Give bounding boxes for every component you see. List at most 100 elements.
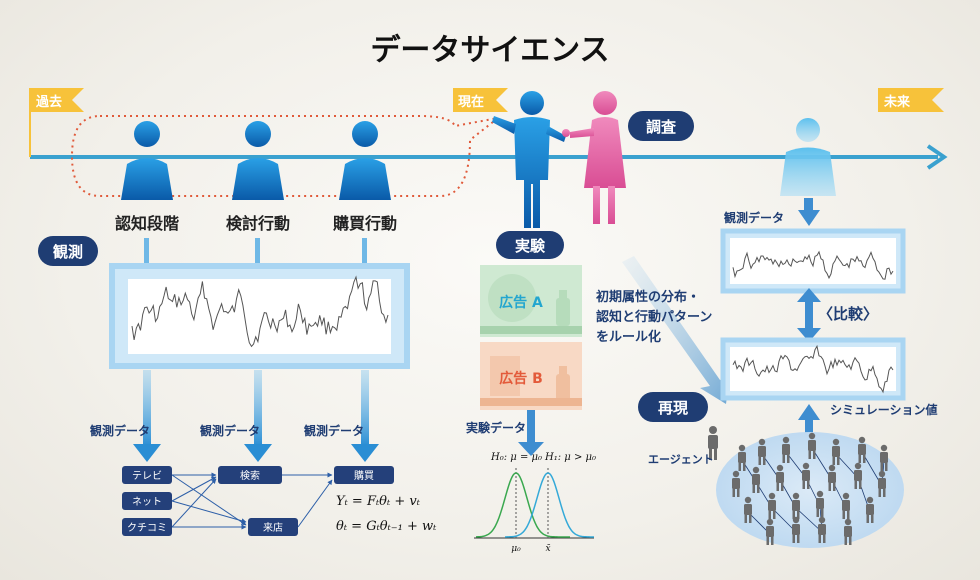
node-purchase: 購買 <box>354 469 374 482</box>
ad-a-label: 広告 A <box>499 294 543 311</box>
right-observation-chart <box>720 228 906 294</box>
agent-5-icon <box>832 438 840 465</box>
agent-10-icon <box>776 464 784 491</box>
obs-data-label-1: 観測データ <box>90 423 150 438</box>
future-down-arrow-icon <box>798 210 820 226</box>
agent-17-icon <box>792 492 800 519</box>
flag-future: 未来 <box>878 88 944 112</box>
ad-b-panel: 広告 B <box>480 342 582 410</box>
agent-15-icon <box>744 496 752 523</box>
agent-legend-icon <box>708 426 718 460</box>
agent-6-icon <box>858 436 866 463</box>
observation-chart-panel <box>109 263 410 369</box>
node-search: 検索 <box>240 469 260 482</box>
agent-8-icon <box>732 470 740 497</box>
agent-13-icon <box>854 462 862 489</box>
agent-18-icon <box>816 490 824 517</box>
obs-data-label-2: 観測データ <box>200 423 260 438</box>
stage-consideration-label: 検討行動 <box>226 214 290 233</box>
equation-observation: Yₜ = Fₜθₜ + vₜ <box>336 494 421 509</box>
node-tv: テレビ <box>132 470 162 482</box>
agent-21-icon <box>766 518 774 545</box>
agent-22-icon <box>792 516 800 543</box>
simulation-value-label: シミュレーション値 <box>830 402 938 417</box>
experiment-down-arrow-icon <box>518 442 544 456</box>
flag-future-label: 未来 <box>883 94 911 110</box>
agent-label: エージェント <box>648 453 714 466</box>
agent-11-icon <box>802 462 810 489</box>
observation-series-line <box>131 275 389 348</box>
stage-purchase-label: 購買行動 <box>332 214 397 233</box>
future-person-icon <box>780 118 836 196</box>
ad-a-panel: 広告 A <box>480 265 582 337</box>
agent-23-icon <box>818 516 826 543</box>
experiment-data-label: 実験データ <box>466 420 526 435</box>
compare-label: 〈比較〉 <box>818 305 878 323</box>
person-consideration-icon <box>232 121 284 200</box>
rule-text-line-1: 初期属性の分布・ <box>596 289 700 305</box>
person-purchase-icon <box>339 121 391 200</box>
node-visit: 来店 <box>263 521 283 534</box>
node-net: ネット <box>132 496 162 508</box>
rule-text-line-2: 認知と行動パターン <box>596 309 712 325</box>
timeline-arrowhead-icon <box>926 144 948 170</box>
microphone-icon <box>562 129 570 137</box>
badge-observation: 観測 <box>38 236 98 266</box>
right-observation-series-line <box>732 250 894 280</box>
rule-derivation-arrow-icon <box>622 256 730 404</box>
mu0-tick-label: μ₀ <box>511 544 521 554</box>
right-obs-data-label: 観測データ <box>724 210 784 225</box>
badge-observation-label: 観測 <box>53 243 83 261</box>
agent-14-icon <box>878 470 886 497</box>
agent-20-icon <box>866 496 874 523</box>
simulation-series-line <box>732 344 894 394</box>
badge-survey-label: 調査 <box>646 118 677 136</box>
equation-state: θₜ = Gₜθₜ₋₁ + wₜ <box>336 519 437 534</box>
present-person-icon <box>492 91 566 228</box>
agent-19-icon <box>842 492 850 519</box>
h0-label: H₀: μ = μ₀ <box>490 452 542 463</box>
agent-2-icon <box>758 438 766 465</box>
agent-16-icon <box>768 492 776 519</box>
flag-past: 過去 <box>29 88 84 157</box>
obs-down-arrow-3-icon <box>351 370 379 462</box>
simulation-chart <box>720 337 906 401</box>
node-word-of-mouth: クチコミ <box>127 522 167 534</box>
obs-down-arrow-1-icon <box>133 370 161 462</box>
past-behaviour-bubble <box>70 115 499 197</box>
badge-experiment: 実験 <box>496 231 564 259</box>
person-cognition-icon <box>121 121 173 200</box>
xbar-tick-label: x̄ <box>545 544 550 554</box>
h1-label: H₁: μ > μ₀ <box>544 452 596 463</box>
agent-12-icon <box>828 464 836 491</box>
agent-24-icon <box>844 518 852 545</box>
ad-b-label: 広告 B <box>499 370 543 387</box>
h0-distribution-curve <box>476 472 570 538</box>
flag-present-label: 現在 <box>458 94 484 110</box>
page-title: データサイエンス <box>370 33 609 68</box>
badge-survey: 調査 <box>628 111 694 141</box>
obs-data-label-3: 観測データ <box>304 423 364 438</box>
agent-4-icon <box>808 432 816 459</box>
surveyor-person-icon <box>562 91 626 224</box>
hypothesis-test-plot: H₀: μ = μ₀ H₁: μ > μ₀ μ₀ x̄ <box>474 452 596 554</box>
badge-experiment-label: 実験 <box>515 237 546 255</box>
badge-reproduction-label: 再現 <box>658 399 688 417</box>
flag-past-label: 過去 <box>35 94 62 110</box>
flag-present: 現在 <box>453 88 508 112</box>
channel-network: テレビ ネット クチコミ 検索 来店 購買 <box>122 466 394 536</box>
stage-cognition-label: 認知段階 <box>115 214 179 233</box>
agent-3-icon <box>782 436 790 463</box>
stage-connectors <box>144 238 367 266</box>
agent-9-icon <box>752 466 760 493</box>
badge-reproduction: 再現 <box>638 392 708 422</box>
agent-1-icon <box>738 444 746 471</box>
obs-down-arrow-2-icon <box>244 370 272 462</box>
h1-distribution-curve <box>505 472 594 538</box>
agent-7-icon <box>880 444 888 471</box>
compare-double-arrow <box>797 288 821 342</box>
rule-text-line-3: をルール化 <box>596 329 661 345</box>
simulation-up-arrow-icon <box>798 404 820 420</box>
